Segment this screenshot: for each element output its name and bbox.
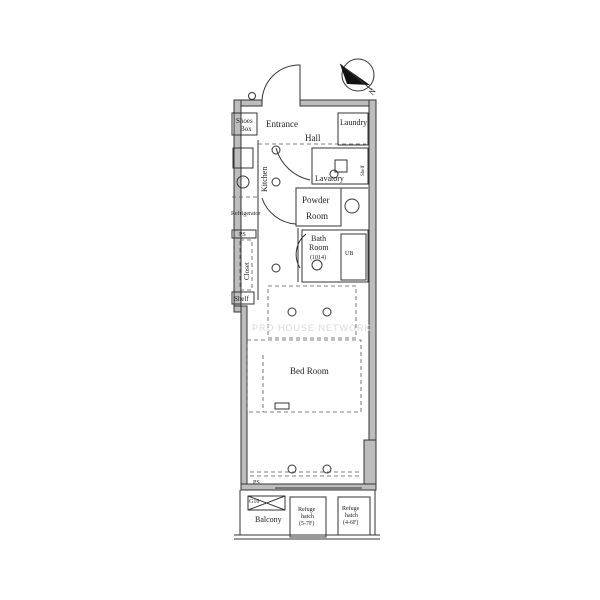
- interior-walls: [231, 112, 369, 489]
- powder-room-label-2: Room: [306, 211, 328, 221]
- kitchen-label: Kitchen: [260, 167, 269, 192]
- laundry-label: Laundry: [340, 118, 367, 127]
- refrigerator-label: Refrigerator: [231, 210, 260, 217]
- shelf-small-label: Shelf: [361, 165, 366, 176]
- bed-room-label: Bed Room: [290, 366, 329, 376]
- bath-room-size: (1014): [310, 254, 326, 261]
- refuge-hatch-2-label: Refuge: [342, 505, 360, 512]
- shoes-box-label-2: Box: [240, 125, 252, 133]
- refuge-hatch-1-label-2: hatch: [301, 514, 314, 520]
- g16-label: G16: [249, 499, 259, 505]
- ps-upper-label: PS: [239, 232, 246, 238]
- entrance-door[interactable]: [261, 64, 301, 103]
- bath-room-label-2: Room: [309, 243, 329, 252]
- refuge-hatch-2-floors: (4-6F): [343, 519, 358, 526]
- refuge-hatch-1-label: Refuge: [298, 506, 316, 513]
- meter-icon: [248, 92, 256, 100]
- balcony-area: [234, 490, 380, 540]
- shelf-label: Shelf: [234, 295, 249, 303]
- lavatory-label: Lavatory: [315, 174, 344, 183]
- closet-label: Closet: [243, 262, 251, 280]
- refuge-hatch-1-floors: (5-7F): [299, 520, 314, 527]
- bath-room-label: Bath: [311, 234, 326, 243]
- refuge-hatch-2-label-2: hatch: [345, 513, 358, 519]
- unit-bath-label: UB: [345, 251, 353, 257]
- balcony-label: Balcony: [255, 515, 282, 524]
- compass-north-label: N: [367, 87, 378, 97]
- outer-walls: [233, 99, 377, 491]
- entrance-label: Entrance: [266, 119, 298, 129]
- hall-label: Hall: [305, 133, 321, 143]
- powder-room-label: Powder: [302, 195, 330, 205]
- watermark: PRO HOUSE NETWORK: [252, 323, 372, 333]
- ps-lower-label: PS: [253, 480, 260, 486]
- compass-icon: N: [339, 58, 378, 97]
- shoes-box-label: Shoes: [236, 117, 253, 125]
